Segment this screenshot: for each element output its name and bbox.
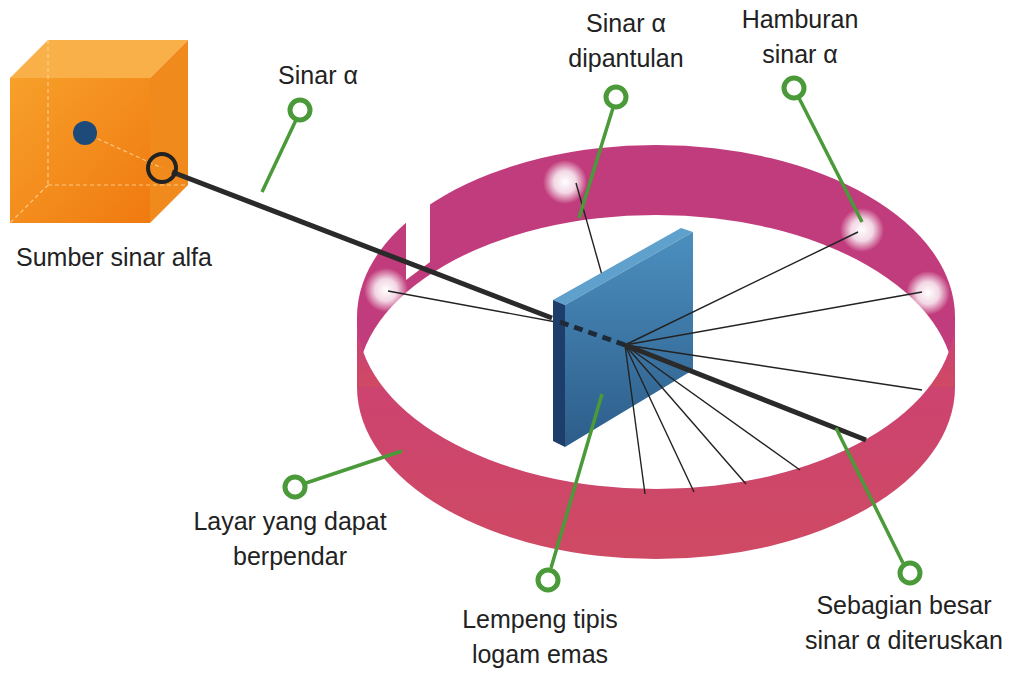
scatter-label: Hamburan sinar α (725, 2, 875, 72)
beam-through-foil (560, 322, 625, 345)
alpha-source (10, 40, 188, 223)
beam-label: Sinar α (278, 58, 358, 93)
reflected-label: Sinar α dipantulan (539, 6, 714, 76)
screen-label: Layar yang dapat berpendar (168, 504, 413, 574)
source-label: Sumber sinar alfa (16, 240, 212, 275)
alpha-beam (172, 172, 552, 318)
fluorescent-screen (357, 145, 955, 559)
transmitted-beam (625, 345, 866, 440)
foil-label: Lempeng tipis logam emas (438, 602, 643, 672)
scattered-rays-front (625, 232, 922, 494)
gold-foil (553, 228, 693, 447)
beam-aperture (148, 154, 176, 182)
transmitted-label: Sebagian besar sinar α diteruskan (788, 588, 1020, 658)
